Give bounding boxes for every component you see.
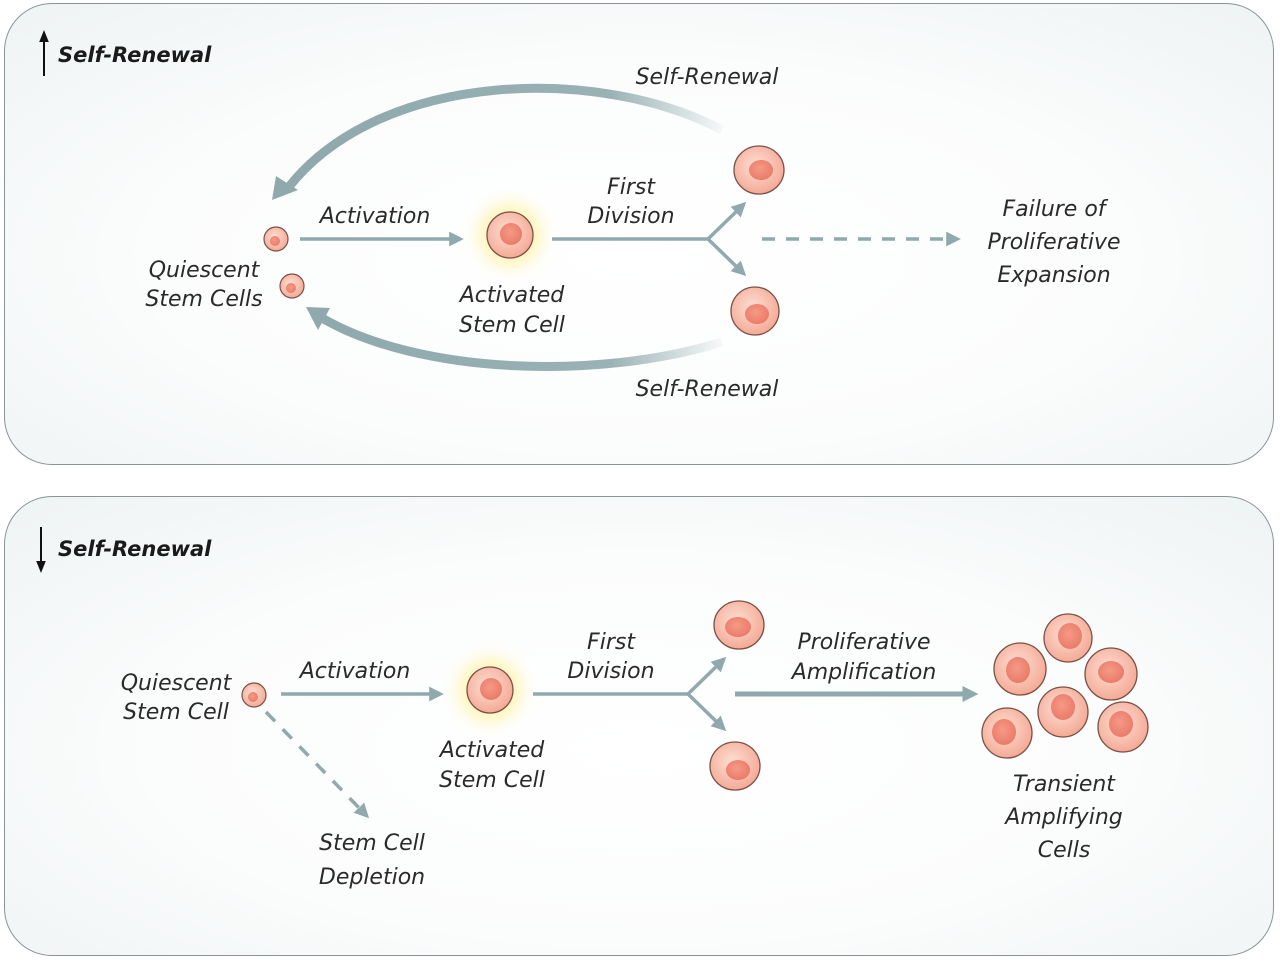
transient-label-line3: Cells (1038, 838, 1091, 863)
top-self-renewal-lower-label: Self-Renewal (636, 377, 779, 402)
bottom-proliferative-label-line1: Proliferative (797, 630, 930, 655)
bottom-activated-label-line2: Stem Cell (439, 768, 545, 793)
bottom-header: Self-Renewal (36, 527, 212, 573)
top-first-division-label-line2: Division (587, 204, 674, 229)
bottom-first-division-label-line1: First (587, 630, 636, 655)
top-self-renewal-arc-upper-head (272, 176, 298, 200)
bottom-activation-label: Activation (298, 659, 411, 684)
transient-label-line2: Amplifying (1003, 805, 1122, 830)
top-activated-cell (486, 211, 534, 259)
bottom-daughter-cell-lower (709, 741, 761, 791)
transient-label-line1: Transient (1013, 772, 1116, 797)
top-header-label: Self-Renewal (58, 43, 212, 67)
bottom-activated-label-line1: Activated (438, 738, 546, 763)
transient-cell-1 (1043, 613, 1093, 663)
bottom-first-division-branch-up (686, 656, 727, 696)
top-activated-label-line1: Activated (458, 283, 566, 308)
top-daughter-cell-upper (733, 145, 785, 195)
top-quiescent-label-line1: Quiescent (149, 258, 261, 283)
transient-cell-5 (981, 707, 1033, 759)
bottom-quiescent-label-line2: Stem Cell (123, 700, 229, 725)
top-self-renewal-upper-label: Self-Renewal (636, 65, 779, 90)
bottom-depletion-label-line1: Stem Cell (319, 831, 425, 856)
bottom-depletion-label-line2: Depletion (319, 865, 425, 890)
top-failure-label-line2: Proliferative (987, 230, 1120, 255)
top-daughter-cell-lower (730, 286, 780, 336)
bottom-depletion-dashed-arrow (264, 710, 370, 819)
bottom-daughter-cell-upper (713, 600, 765, 650)
top-first-division-branch-down (706, 237, 747, 277)
transient-cell-4 (1037, 686, 1089, 738)
bottom-quiescent-cell (241, 682, 267, 708)
bottom-first-division-branch-down (686, 692, 727, 732)
top-first-division-branch-up (706, 201, 747, 241)
transient-cell-2 (993, 642, 1047, 696)
top-first-division-label-line1: First (607, 175, 656, 200)
panel-high-self-renewal (4, 3, 1274, 465)
bottom-header-label: Self-Renewal (58, 537, 212, 561)
top-activation-label: Activation (318, 204, 431, 229)
top-quiescent-label-line2: Stem Cells (145, 287, 262, 312)
bottom-quiescent-label-line1: Quiescent (121, 671, 233, 696)
top-header: Self-Renewal (39, 30, 212, 76)
top-self-renewal-arc-lower-head (306, 307, 330, 330)
top-failure-label-line3: Expansion (997, 263, 1110, 288)
bottom-proliferative-label-line2: Amplification (790, 660, 937, 685)
top-activated-label-line2: Stem Cell (459, 313, 565, 338)
bottom-first-division-label-line2: Division (567, 659, 654, 684)
top-self-renewal-arc-lower (319, 314, 724, 371)
top-failure-label-line1: Failure of (1002, 197, 1108, 222)
top-quiescent-cell-2 (279, 273, 305, 299)
top-self-renewal-arc-upper (284, 83, 725, 191)
bottom-activated-cell (466, 666, 514, 714)
transient-cell-3 (1084, 647, 1138, 701)
top-quiescent-cell-1 (263, 226, 289, 252)
transient-cell-6 (1097, 701, 1149, 753)
